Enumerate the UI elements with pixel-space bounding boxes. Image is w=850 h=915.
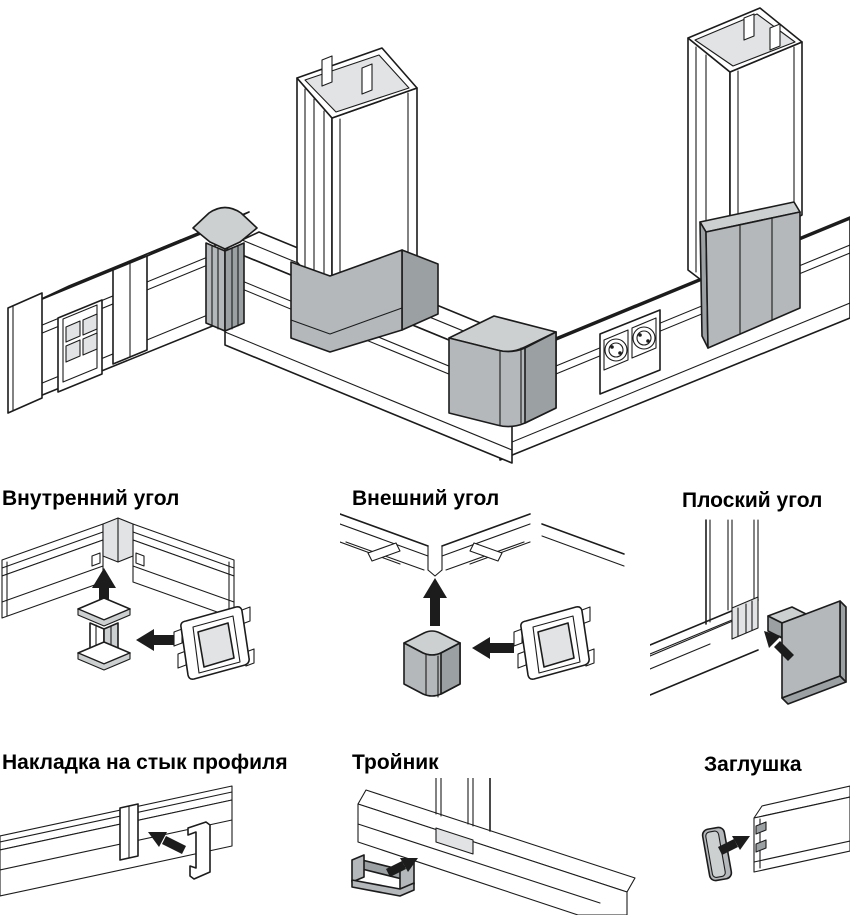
arrow-upright-icon: [386, 858, 418, 877]
riser-middle: [296, 47, 418, 303]
mounting-frame: [513, 606, 595, 680]
trunking-open-end: [753, 785, 850, 873]
arrow-up-icon: [423, 578, 447, 626]
arrow-left-icon: [472, 637, 514, 659]
joint-cover-clip: [187, 821, 211, 880]
trunking-tee-junction: [357, 778, 636, 915]
wall-trunking-corner: [650, 519, 759, 696]
section-label-joint-cover: Накладка на стык профиля: [2, 751, 288, 774]
data-socket-quad: [57, 299, 103, 393]
arrow-upleft-icon: [148, 832, 186, 854]
trunking-corner-top: [340, 513, 625, 577]
section-label-flat-corner: Плоский угол: [682, 489, 823, 512]
joint-cover-left: [112, 239, 182, 365]
assembled-trunking-illustration: [7, 7, 850, 464]
flat-corner-piece: [767, 600, 847, 705]
internal-corner-piece: [192, 206, 258, 332]
arrow-upleft-icon: [764, 631, 794, 661]
internal-corner-insert: [77, 597, 131, 671]
joint-strap: [119, 803, 139, 861]
end-cap-left: [7, 292, 43, 414]
external-corner-illustration: [340, 513, 625, 698]
flat-corner-cover-right: [699, 201, 801, 349]
tee-cover-piece: [351, 854, 415, 897]
section-label-end-cap: Заглушка: [704, 753, 802, 776]
power-socket-double: [599, 309, 661, 395]
tee-illustration: [351, 778, 636, 915]
section-label-external-corner: Внешний угол: [352, 487, 500, 510]
internal-corner-illustration: [1, 517, 255, 680]
section-label-internal-corner: Внутренний угол: [2, 487, 180, 510]
joint-cover-illustration: [0, 785, 233, 897]
flat-corner-illustration: [650, 519, 847, 705]
section-label-tee: Тройник: [352, 751, 439, 774]
external-corner-piece: [448, 315, 557, 428]
trunking-channels: [1, 517, 235, 619]
external-corner-piece: [403, 630, 461, 698]
end-cap-piece: [701, 826, 733, 882]
mounting-frame: [173, 606, 255, 680]
arrow-left-icon: [136, 629, 176, 651]
arrow-upright-icon: [718, 836, 750, 855]
end-cap-illustration: [701, 785, 850, 882]
joint-cover-middle: [290, 249, 439, 353]
